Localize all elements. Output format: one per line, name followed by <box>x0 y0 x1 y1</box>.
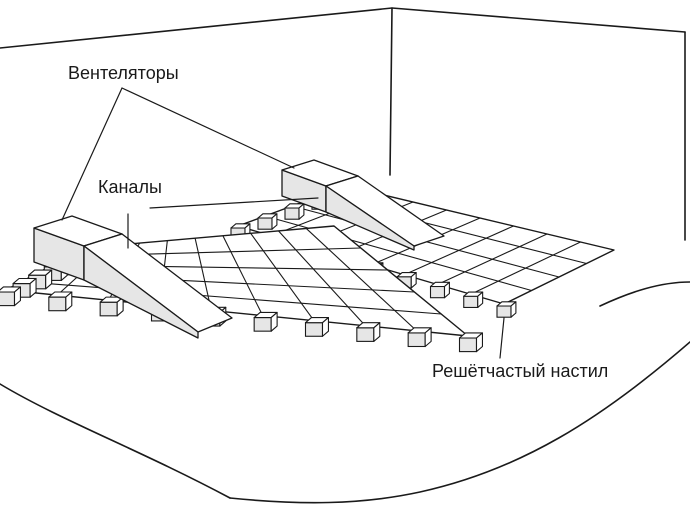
right-pile-edge <box>599 281 690 307</box>
left-channel-side <box>83 245 199 339</box>
floor-leader-line <box>499 317 505 359</box>
leader-lines <box>61 87 505 359</box>
left-grid-line <box>21 281 442 315</box>
left-grid-line <box>278 230 366 327</box>
left-support-block <box>12 277 37 298</box>
fans-leader-left <box>61 87 123 221</box>
left-grid-line <box>305 228 418 332</box>
right-support-block <box>463 291 484 309</box>
channels-leader-right <box>149 197 319 209</box>
label-channels: Каналы <box>98 177 162 197</box>
right-support-block <box>284 203 305 220</box>
right-support-block <box>429 281 450 299</box>
left-support-block <box>458 332 484 353</box>
right-fan-unit <box>281 159 445 251</box>
floor-front-edge <box>229 341 690 504</box>
left-grid-line <box>250 233 315 321</box>
left-support-block <box>48 291 73 312</box>
right-channel-side <box>325 185 415 251</box>
left-fan-unit <box>33 215 233 339</box>
left-support-block <box>356 322 381 342</box>
label-fans: Вентеляторы <box>68 63 179 83</box>
label-lattice-floor: Решётчастый настил <box>432 361 609 381</box>
right-support-block <box>396 271 417 289</box>
left-pile-edge <box>0 383 231 499</box>
left-support-block <box>304 317 330 337</box>
left-support-block <box>99 296 124 317</box>
fans-leader-right <box>121 87 295 169</box>
right-support-block <box>496 301 517 318</box>
left-grid-line <box>222 235 264 316</box>
left-grid-line <box>194 238 212 311</box>
right-support-block <box>257 213 278 230</box>
left-support-block <box>0 286 22 307</box>
wall-corner-line <box>389 7 393 176</box>
left-support-block <box>253 311 278 332</box>
room-outline <box>0 7 690 504</box>
wall-top-edge <box>0 7 686 49</box>
left-support-block <box>407 327 432 348</box>
